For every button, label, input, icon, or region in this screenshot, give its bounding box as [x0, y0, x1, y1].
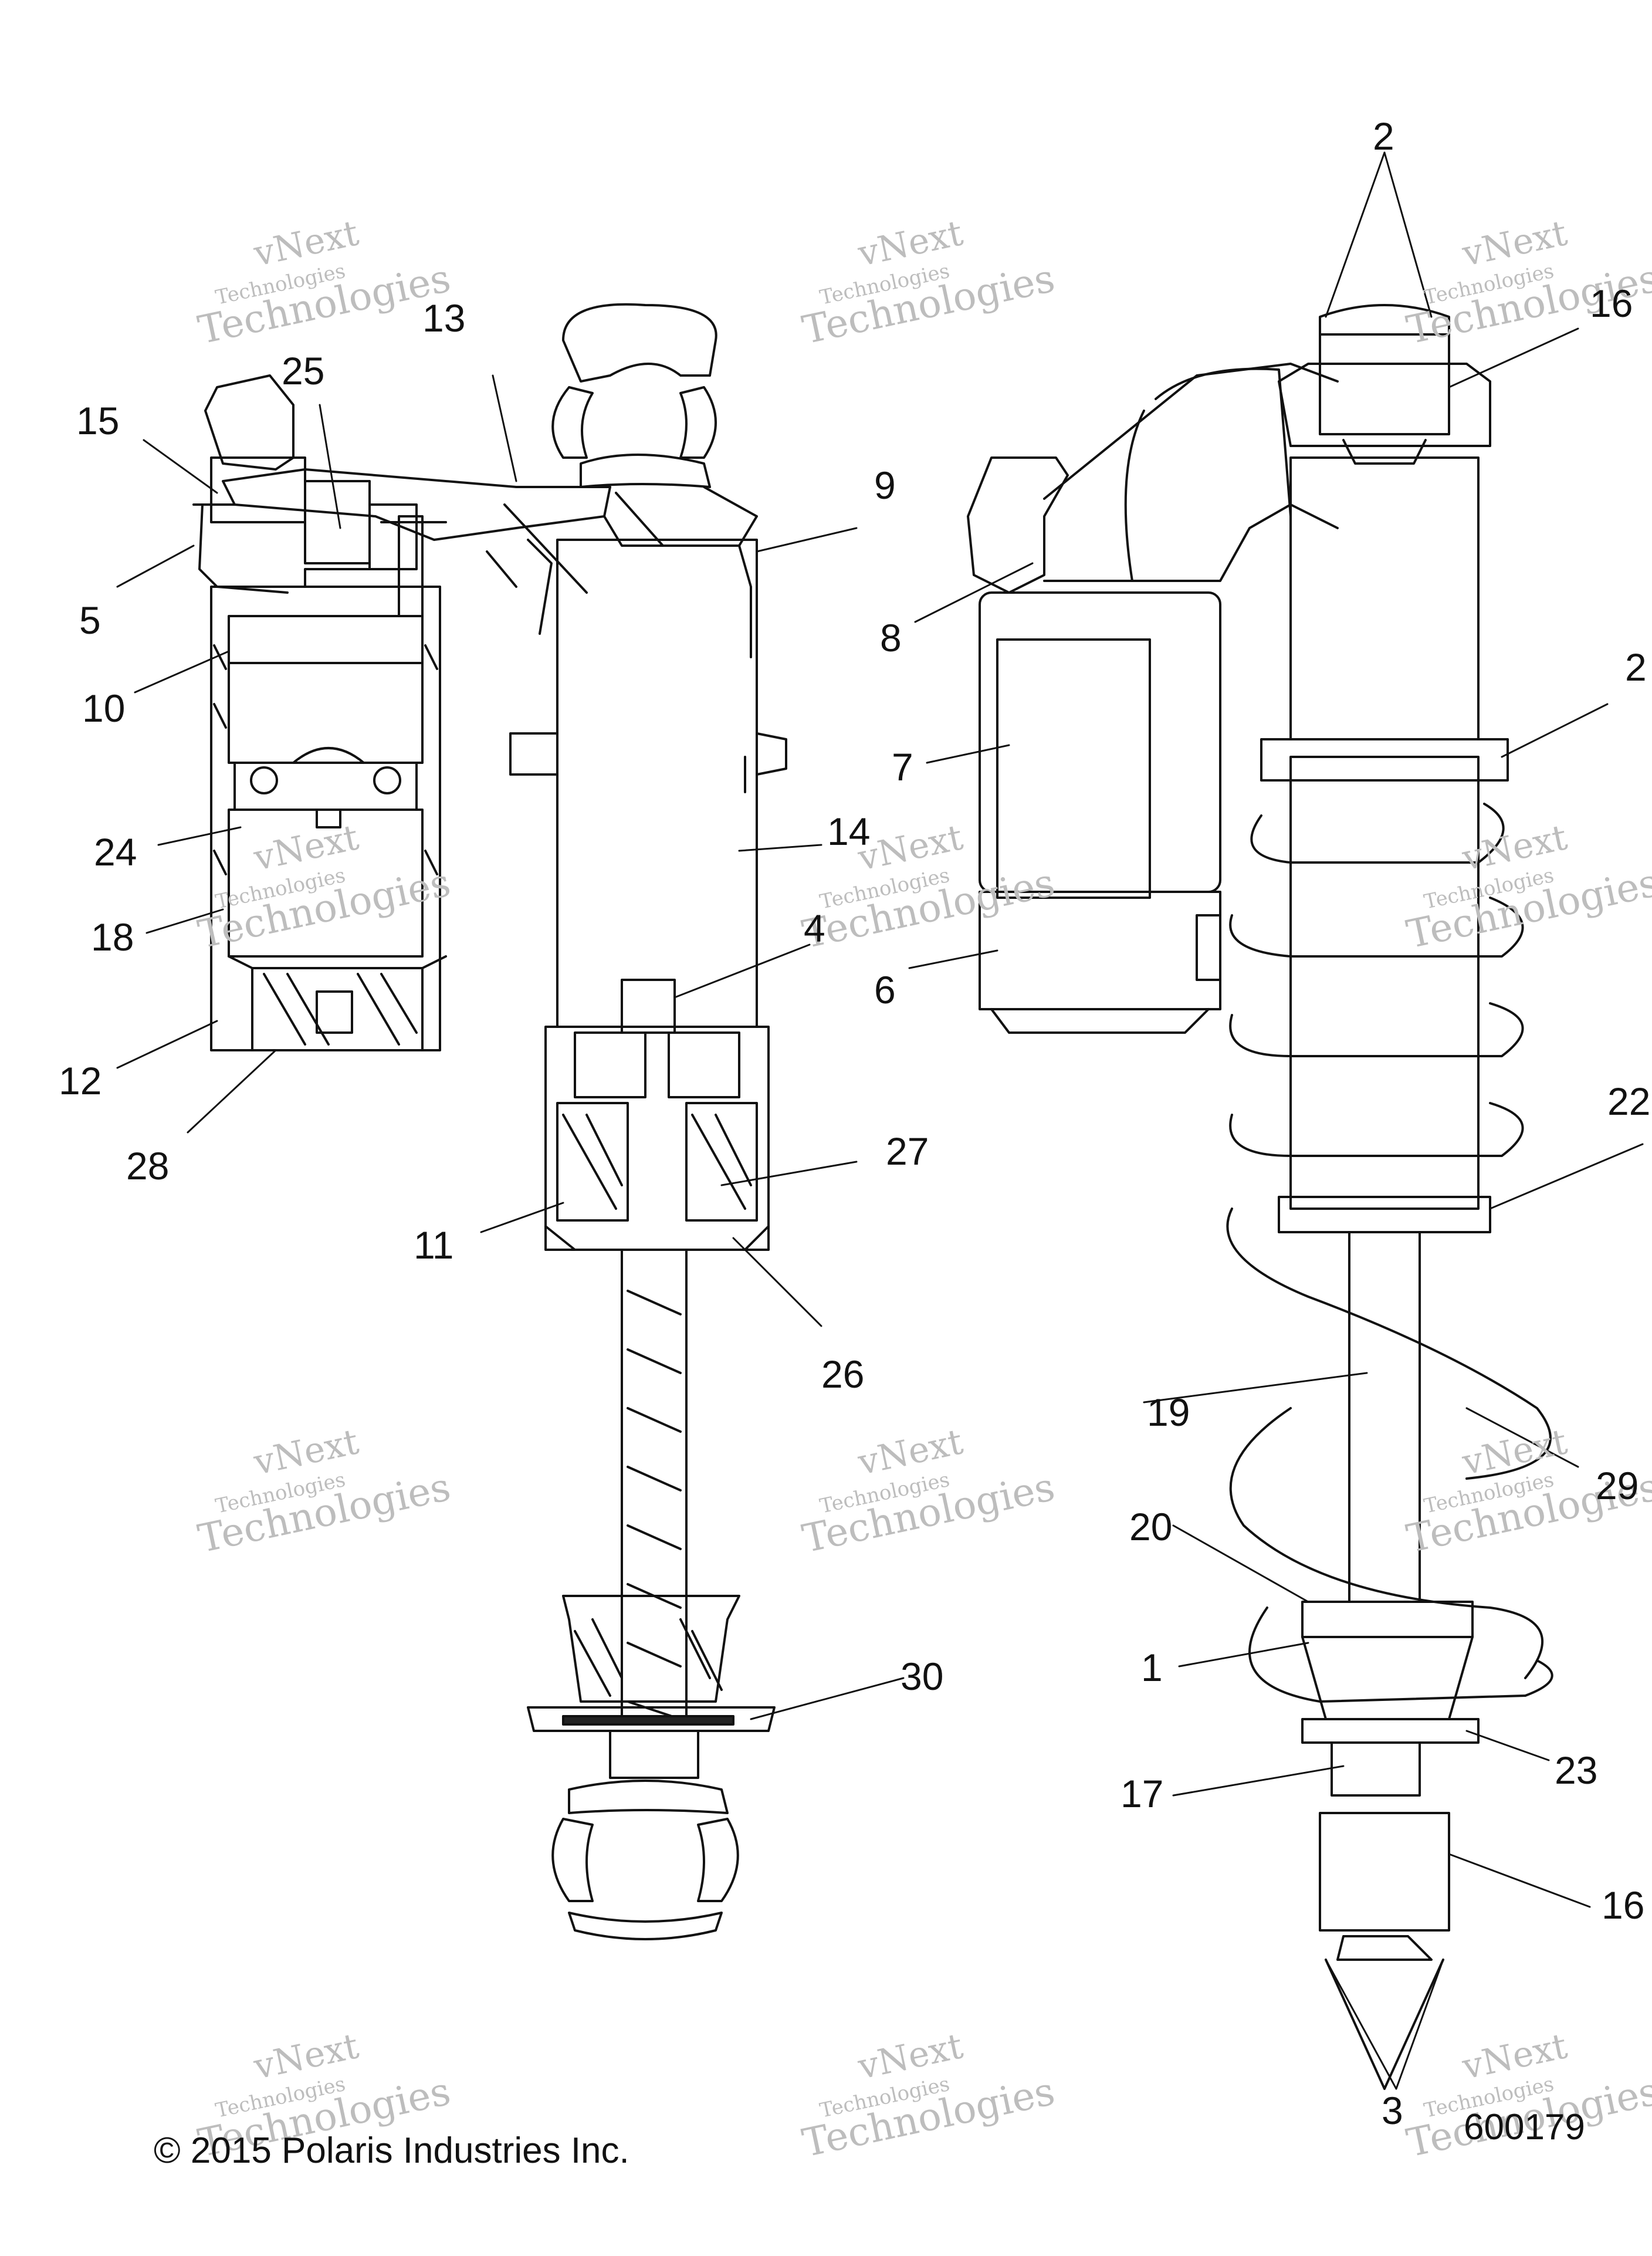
- callout-label: 19: [1147, 1391, 1190, 1434]
- callout-label: 18: [91, 915, 134, 959]
- callout-label: 14: [827, 810, 870, 853]
- svg-text:vNext: vNext: [854, 817, 966, 879]
- svg-text:vNext: vNext: [1458, 212, 1570, 275]
- svg-text:vNext: vNext: [1458, 1421, 1570, 1483]
- callout-label: 24: [94, 830, 137, 874]
- svg-text:vNext: vNext: [1458, 817, 1570, 879]
- callout-label: 17: [1120, 1772, 1163, 1815]
- callout-labels: 2 16 13 25 15 9 5 8 10 2 7 24 14 18 4 6 …: [59, 114, 1650, 2132]
- figure-number: 600179: [1464, 2107, 1585, 2147]
- callout-label: 5: [79, 598, 101, 642]
- svg-text:vNext: vNext: [854, 212, 966, 275]
- watermark: vNext Technologies Technologies: [194, 1421, 454, 1561]
- leader-lines: [116, 151, 1644, 2090]
- callout-label: 3: [1382, 2089, 1403, 2132]
- svg-text:vNext: vNext: [854, 1421, 966, 1483]
- callout-label: 16: [1602, 1883, 1644, 1927]
- callout-label: 12: [59, 1059, 101, 1102]
- watermark: vNext Technologies Technologies: [1403, 212, 1652, 353]
- reservoir-external: [967, 363, 1339, 1034]
- callout-label: 28: [126, 1144, 169, 1188]
- reservoir-section: [198, 374, 447, 1051]
- callout-label: 6: [874, 968, 896, 1012]
- watermark: vNext Technologies Technologies: [798, 1421, 1058, 1561]
- watermark: vNext Technologies Technologies: [798, 2025, 1058, 2166]
- callout-label: 8: [880, 616, 902, 659]
- callout-label: 4: [804, 907, 825, 950]
- callout-label: 27: [886, 1129, 929, 1173]
- copyright-notice: © 2015 Polaris Industries Inc.: [154, 2130, 629, 2171]
- main-cylinder-section: [509, 539, 787, 1251]
- svg-text:vNext: vNext: [250, 1421, 362, 1483]
- bottom-bumper-section: [527, 1595, 776, 1940]
- callout-label: 2: [1625, 645, 1647, 689]
- callout-label: 22: [1607, 1080, 1650, 1123]
- shaft-section: [621, 1249, 688, 1720]
- watermark: vNext Technologies Technologies: [798, 212, 1058, 353]
- svg-text:vNext: vNext: [1458, 2025, 1570, 2088]
- callout-label: 20: [1129, 1505, 1172, 1548]
- svg-text:vNext: vNext: [250, 212, 362, 275]
- callout-label: 26: [821, 1352, 864, 1396]
- callout-label: 25: [282, 349, 324, 393]
- svg-text:vNext: vNext: [854, 2025, 966, 2088]
- watermark: vNext Technologies Technologies: [1403, 817, 1652, 957]
- callout-label: 23: [1555, 1748, 1597, 1792]
- watermark: vNext Technologies Technologies: [194, 212, 454, 353]
- top-eyelet-section: [551, 303, 717, 488]
- callout-label: 16: [1590, 282, 1633, 325]
- shock-body-external: [1260, 363, 1509, 1961]
- callout-label: 7: [892, 745, 913, 789]
- coil-spring-external: [1226, 803, 1553, 1703]
- svg-text:vNext: vNext: [250, 817, 362, 879]
- callout-label: 10: [82, 686, 125, 730]
- callout-label: 9: [874, 464, 896, 507]
- shock-body-head: [222, 468, 758, 658]
- watermarks: vNext Technologies Technologies vNext Te…: [194, 212, 1652, 2166]
- callout-label: 1: [1141, 1646, 1163, 1689]
- compression-adjuster-section: [192, 456, 447, 617]
- top-mount-external: [1319, 304, 1450, 465]
- svg-text:vNext: vNext: [250, 2025, 362, 2088]
- callout-label: 2: [1373, 114, 1394, 158]
- bottom-mount-external: [1325, 1959, 1444, 2090]
- callout-label: 29: [1596, 1464, 1639, 1507]
- callout-label: 13: [422, 296, 465, 340]
- callout-label: 15: [76, 399, 119, 442]
- callout-label: 11: [414, 1223, 454, 1267]
- callout-label: 30: [901, 1655, 943, 1698]
